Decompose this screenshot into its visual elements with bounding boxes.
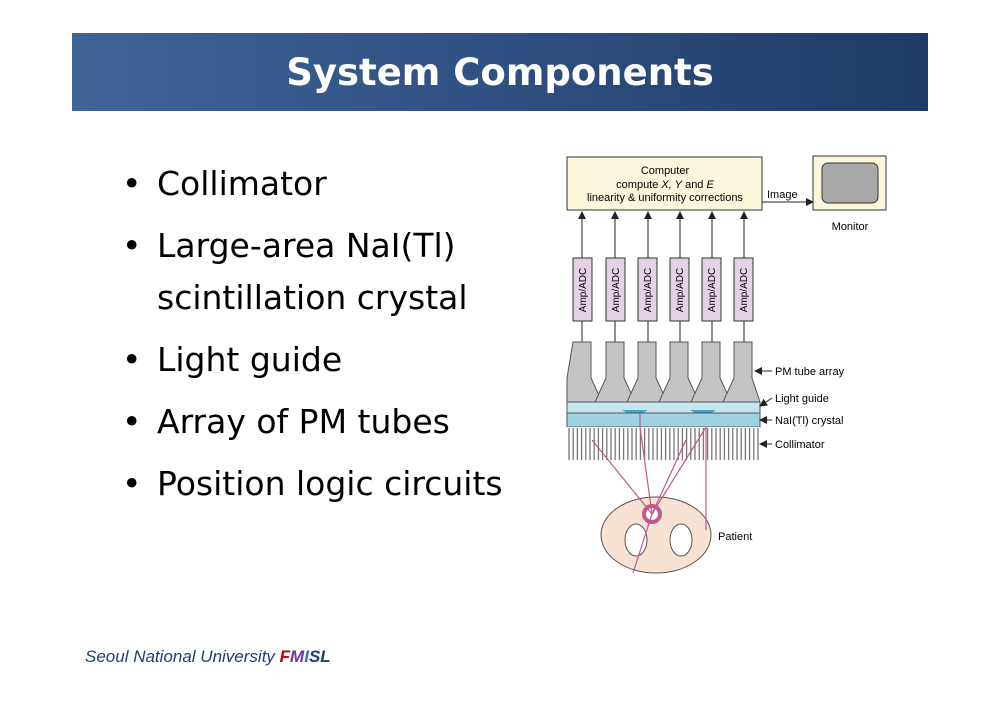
computer-label: Computer [641,165,690,177]
amp-adc-4: Amp/ADC [701,257,722,322]
bullet-dot: • [122,226,142,265]
footer-lab-l: L [320,647,331,666]
bullet-dot: • [122,464,142,503]
pm-tube-array [566,341,761,403]
bullet-item: • Light guide [120,334,503,386]
computer-corrections-line: linearity & uniformity corrections [587,192,743,204]
computer-box [566,156,763,211]
amp-adc-5: Amp/ADC [733,257,754,322]
svg-text:Amp/ADC: Amp/ADC [739,268,750,312]
amp-adc-2: Amp/ADC [637,257,658,322]
bullet-text-continued: scintillation crystal [157,278,468,317]
bullet-dot: • [122,164,142,203]
bullet-list: • Collimator • Large-area NaI(Tl) scinti… [120,158,503,520]
monitor-screen [821,162,879,204]
gamma-rays [591,413,707,574]
svg-text:Amp/ADC: Amp/ADC [675,268,686,312]
light-guide-label: Light guide [775,393,829,405]
signal-arrows [578,211,748,258]
footer-lab-f: F [279,647,291,666]
light-guide [566,401,761,414]
light-guide-label-arrow [759,397,773,407]
bullet-text: Large-area NaI(Tl) [157,226,456,265]
bullet-item: • Position logic circuits [120,458,503,510]
svg-text:Amp/ADC: Amp/ADC [578,268,589,312]
footer-lab-m: M [290,647,305,666]
crystal-label: NaI(Tl) crystal [775,415,843,427]
amp-to-pm-lines [581,321,745,342]
title-bar: System Components [72,33,928,111]
svg-text:Amp/ADC: Amp/ADC [643,268,654,312]
patient-label: Patient [718,531,752,543]
bullet-item: • Large-area NaI(Tl) scintillation cryst… [120,220,503,324]
bullet-dot: • [122,340,142,379]
collimator-label: Collimator [775,439,825,451]
bullet-item: • Collimator [120,158,503,210]
amp-adc-3: Amp/ADC [669,257,690,322]
svg-text:Amp/ADC: Amp/ADC [611,268,622,312]
pm-tube-array-label: PM tube array [775,366,845,378]
slide-title: System Components [286,50,714,94]
bullet-text: Light guide [157,340,343,379]
amp-adc-0: Amp/ADC [572,257,593,322]
image-label: Image [767,189,798,201]
bullet-text: Position logic circuits [157,464,503,503]
collimator [567,427,760,461]
nai-crystal [566,412,761,428]
footer-lab-s: S [308,647,321,666]
svg-text:Amp/ADC: Amp/ADC [707,268,718,312]
patient-organ-right [669,523,693,557]
bullet-item: • Array of PM tubes [120,396,503,448]
amp-adc-1: Amp/ADC [605,257,626,322]
footer: Seoul National University FMISL [85,647,331,667]
collimator-septa [568,428,759,460]
computer-compute-line: compute X, Y and E [616,179,714,191]
bullet-dot: • [122,402,142,441]
footer-university: Seoul National University [85,647,280,666]
footer-lab-i: I [304,647,309,666]
monitor-label: Monitor [832,221,869,233]
bullet-text: Array of PM tubes [157,402,450,441]
bullet-text: Collimator [157,164,327,203]
